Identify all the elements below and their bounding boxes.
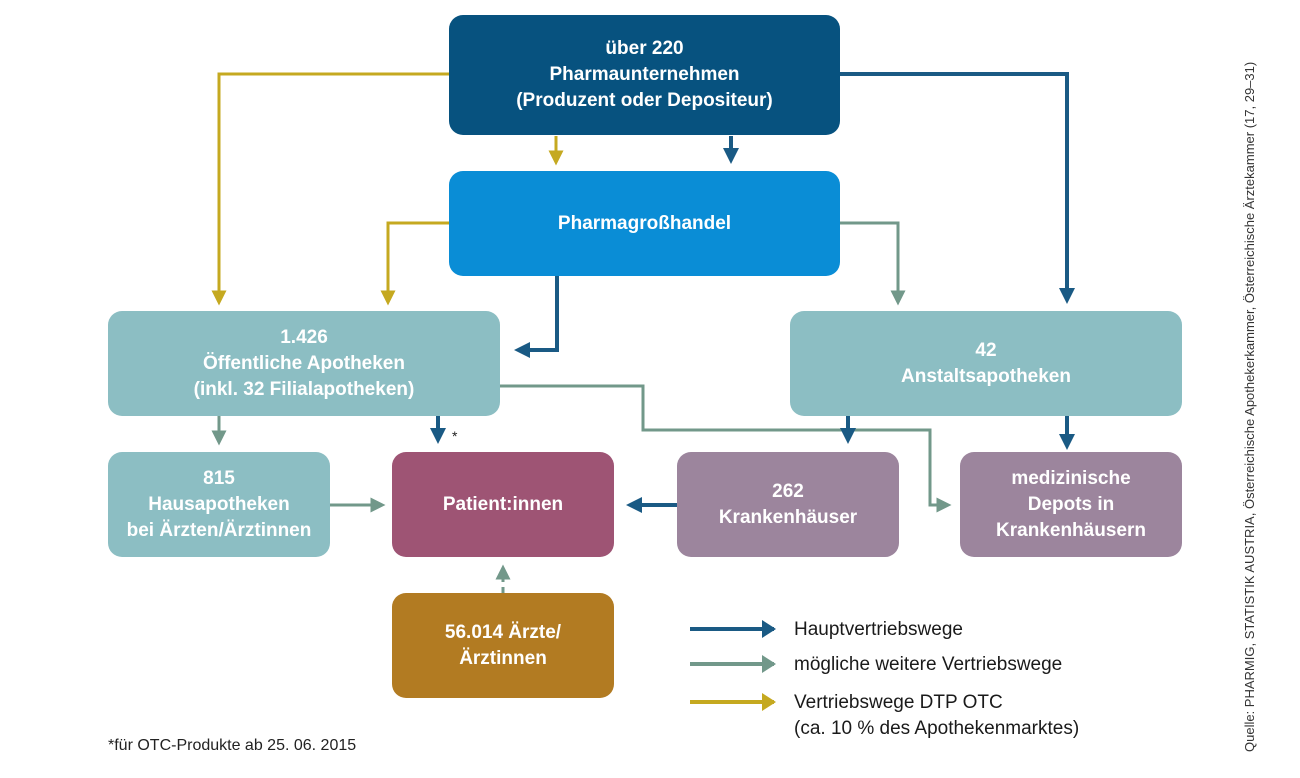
arrow-producer-to-public-pharmacies-otc	[211, 72, 449, 306]
producers-box: über 220 Pharmaunternehmen (Produzent od…	[449, 15, 840, 135]
arrow-wholesale-to-public-main	[514, 276, 559, 358]
public-pharmacies-line-1: 1.426	[280, 326, 328, 348]
legend-possible-route: mögliche weitere Vertriebswege	[690, 652, 1062, 678]
arrow-wholesale-to-institutional	[840, 221, 906, 306]
legend-main-route-label: Hauptvertriebswege	[794, 617, 963, 643]
hospitals-box: 262 Krankenhäuser	[677, 452, 899, 557]
arrow-public-to-depots	[500, 384, 952, 513]
hospitals-line-2: Krankenhäuser	[718, 506, 858, 528]
legend-otc-route-text-2: (ca. 10 % des Apothekenmarktes)	[794, 718, 1080, 739]
doctors-line-1: 56.014 Ärzte/	[444, 621, 562, 643]
producers-line-1: über 220	[605, 38, 684, 59]
producers-line-2: Pharmaunternehmen	[549, 64, 740, 85]
arrow-wholesale-to-public-pharmacies-otc	[380, 221, 449, 306]
hospitals-line-1: 262	[772, 480, 804, 502]
institutional-pharmacies-box: 42 Anstaltsapotheken	[790, 311, 1182, 416]
home-pharmacies-line-2: Hausapotheken	[148, 493, 290, 515]
producers-line-3: (Produzent oder Depositeur)	[516, 90, 773, 111]
home-pharmacies-box: 815 Hausapotheken bei Ärzten/Ärztinnen	[108, 452, 330, 557]
home-pharmacies-line-1: 815	[203, 467, 235, 489]
wholesale-box: Pharmagroßhandel	[449, 171, 840, 276]
depots-line-2: Depots in	[1027, 493, 1115, 515]
legend-possible-route-label: mögliche weitere Vertriebswege	[794, 652, 1062, 678]
footnote-marker: *	[452, 428, 458, 444]
doctors-line-2: Ärztinnen	[459, 647, 547, 669]
institutional-pharmacies-line-1: 42	[975, 339, 997, 361]
footnote: *für OTC-Produkte ab 25. 06. 2015	[108, 737, 357, 754]
public-pharmacies-box: 1.426 Öffentliche Apotheken (inkl. 32 Fi…	[108, 311, 500, 416]
legend-possible-route-arrow	[690, 655, 776, 673]
legend-main-route: Hauptvertriebswege	[690, 617, 963, 643]
public-pharmacies-line-3: (inkl. 32 Filialapotheken)	[193, 378, 415, 400]
depots-line-3: Krankenhäusern	[996, 519, 1146, 541]
depots-box: medizinische Depots in Krankenhäusern	[960, 452, 1182, 557]
legend-otc-route-text-1: Vertriebswege DTP OTC	[794, 692, 1003, 713]
legend-main-route-text: Hauptvertriebswege	[794, 619, 963, 640]
public-pharmacies-line-2: Öffentliche Apotheken	[203, 352, 405, 374]
institutional-pharmacies-line-2: Anstaltsapotheken	[901, 365, 1071, 387]
legend-otc-route-arrow	[690, 693, 776, 711]
depots-line-1: medizinische	[1011, 467, 1131, 489]
source-note: Quelle: PHARMIG, STATISTIK AUSTRIA, Öste…	[1242, 61, 1257, 752]
doctors-box: 56.014 Ärzte/ Ärztinnen	[392, 593, 614, 698]
patients-box: Patient:innen	[392, 452, 614, 557]
legend-main-route-arrow	[690, 620, 776, 638]
legend-possible-route-text: mögliche weitere Vertriebswege	[794, 654, 1063, 675]
legend-otc-route-label: Vertriebswege DTP OTC (ca. 10 % des Apot…	[794, 690, 1079, 742]
legend-otc-route: Vertriebswege DTP OTC (ca. 10 % des Apot…	[690, 690, 1079, 742]
patients-label: Patient:innen	[442, 493, 564, 515]
wholesale-label: Pharmagroßhandel	[557, 212, 732, 234]
home-pharmacies-line-3: bei Ärzten/Ärztinnen	[126, 519, 312, 541]
arrow-producer-to-institutional-main	[840, 72, 1075, 304]
